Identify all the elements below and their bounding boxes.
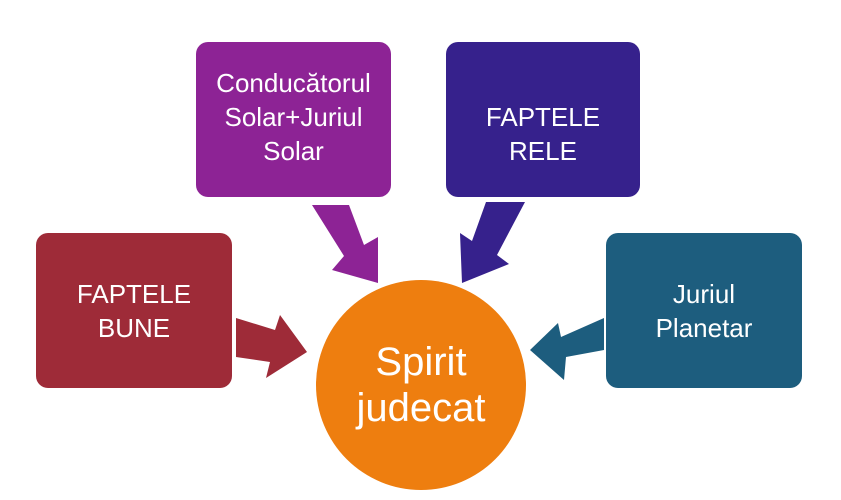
box-faptele-rele-label: FAPTELE RELE — [485, 102, 601, 166]
box-faptele-bune-label: FAPTELE BUNE — [76, 278, 192, 343]
arrow-faptele-rele — [460, 202, 525, 283]
arrow-juriul-planetar — [530, 318, 604, 380]
center-circle-label: Spirit judecat — [356, 340, 486, 430]
arrow-faptele-bune — [236, 315, 307, 378]
box-faptele-bune: FAPTELE BUNE — [36, 233, 232, 388]
box-faptele-rele: FAPTELE RELE — [446, 42, 640, 197]
box-juriul-planetar-label: Juriul Planetar — [655, 278, 753, 343]
center-circle: Spirit judecat — [316, 280, 526, 490]
box-conducator-solar: Conducătorul Solar+Juriul Solar — [196, 42, 391, 197]
box-conducator-solar-label: Conducătorul Solar+Juriul Solar — [216, 68, 371, 166]
box-juriul-planetar: Juriul Planetar — [606, 233, 802, 388]
arrow-conducator — [312, 205, 378, 283]
